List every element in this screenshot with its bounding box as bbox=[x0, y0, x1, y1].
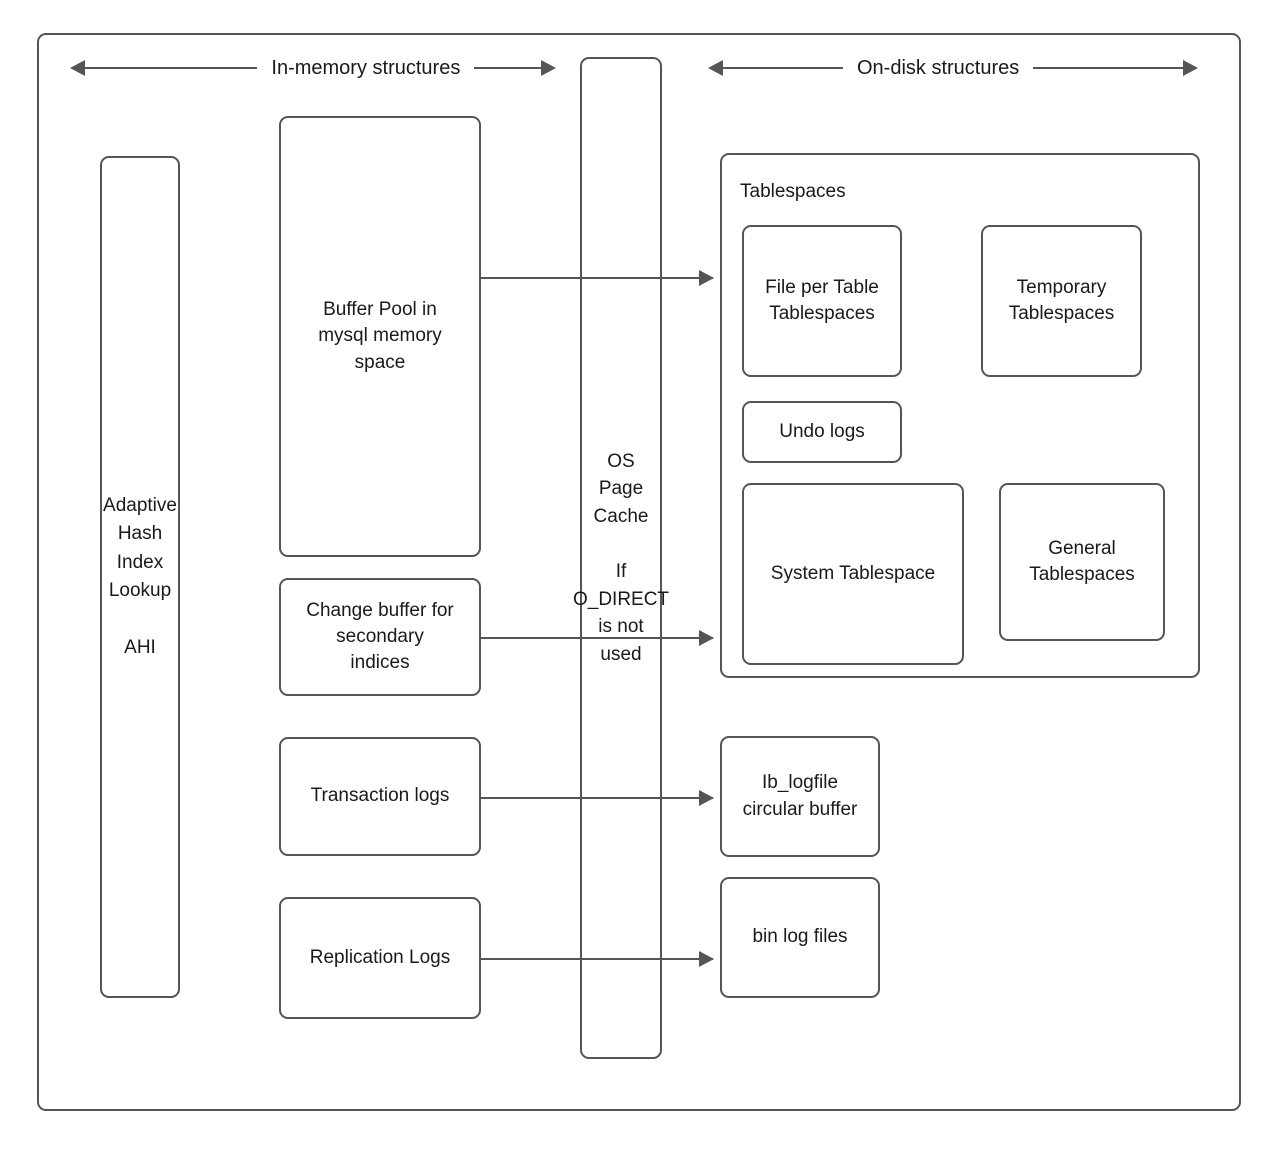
box-file-per-table-tablespaces-label: File per Table Tablespaces bbox=[765, 276, 879, 324]
box-general-tablespaces[interactable]: General Tablespaces bbox=[999, 483, 1165, 641]
header-line-left bbox=[85, 67, 258, 69]
box-buffer-pool[interactable]: Buffer Pool in mysql memory space bbox=[279, 116, 481, 557]
box-adaptive-hash-index-label: Adaptive Hash Index Lookup AHI bbox=[103, 494, 177, 659]
header-on-disk-structures: On-disk structures bbox=[708, 56, 1208, 80]
arrow-right-icon bbox=[541, 60, 556, 76]
outer-frame bbox=[37, 33, 1241, 1111]
header-line-right bbox=[474, 67, 541, 69]
box-change-buffer[interactable]: Change buffer for secondary indices bbox=[279, 578, 481, 696]
connector-replication-logs-to-bin-log bbox=[481, 951, 714, 967]
header-line-right bbox=[1033, 67, 1184, 69]
header-left-label: In-memory structures bbox=[271, 56, 461, 79]
box-buffer-pool-label: Buffer Pool in mysql memory space bbox=[318, 299, 442, 373]
box-change-buffer-label: Change buffer for secondary indices bbox=[306, 599, 454, 674]
header-in-memory-structures: In-memory structures bbox=[70, 56, 556, 80]
box-ib-logfile-label: Ib_logfile circular buffer bbox=[742, 772, 858, 820]
box-transaction-logs-label: Transaction logs bbox=[310, 785, 450, 807]
box-undo-logs[interactable]: Undo logs bbox=[742, 401, 902, 463]
box-system-tablespace-label: System Tablespace bbox=[770, 562, 936, 584]
group-tablespaces-title: Tablespaces bbox=[740, 181, 846, 202]
box-bin-log-files[interactable]: bin log files bbox=[720, 877, 880, 998]
connector-buffer-pool-to-tablespaces bbox=[481, 270, 714, 286]
box-system-tablespace[interactable]: System Tablespace bbox=[742, 483, 964, 665]
arrow-right-icon bbox=[1183, 60, 1199, 76]
box-temporary-tablespaces[interactable]: Temporary Tablespaces bbox=[981, 225, 1142, 377]
arrow-left-icon bbox=[708, 60, 723, 76]
box-temporary-tablespaces-label: Temporary Tablespaces bbox=[1008, 276, 1115, 324]
box-replication-logs[interactable]: Replication Logs bbox=[279, 897, 481, 1019]
box-bin-log-files-label: bin log files bbox=[752, 926, 848, 948]
header-line-left bbox=[723, 67, 843, 69]
connector-change-buffer-to-tablespaces bbox=[481, 630, 714, 646]
arrow-left-icon bbox=[70, 60, 85, 76]
connector-transaction-logs-to-ib-logfile bbox=[481, 790, 714, 806]
box-os-page-cache[interactable]: OS Page Cache If O_DIRECT is not used bbox=[573, 57, 669, 1059]
box-replication-logs-label: Replication Logs bbox=[309, 946, 451, 968]
group-tablespaces: Tablespaces File per Table Tablespaces T… bbox=[720, 153, 1200, 678]
box-transaction-logs[interactable]: Transaction logs bbox=[279, 737, 481, 856]
box-file-per-table-tablespaces[interactable]: File per Table Tablespaces bbox=[742, 225, 902, 377]
header-right-label: On-disk structures bbox=[857, 56, 1020, 79]
box-adaptive-hash-index[interactable]: Adaptive Hash Index Lookup AHI bbox=[100, 156, 180, 998]
box-undo-logs-label: Undo logs bbox=[779, 420, 865, 442]
box-os-page-cache-label: OS Page Cache If O_DIRECT is not used bbox=[572, 450, 670, 665]
box-ib-logfile[interactable]: Ib_logfile circular buffer bbox=[720, 736, 880, 857]
box-general-tablespaces-label: General Tablespaces bbox=[1029, 537, 1135, 585]
